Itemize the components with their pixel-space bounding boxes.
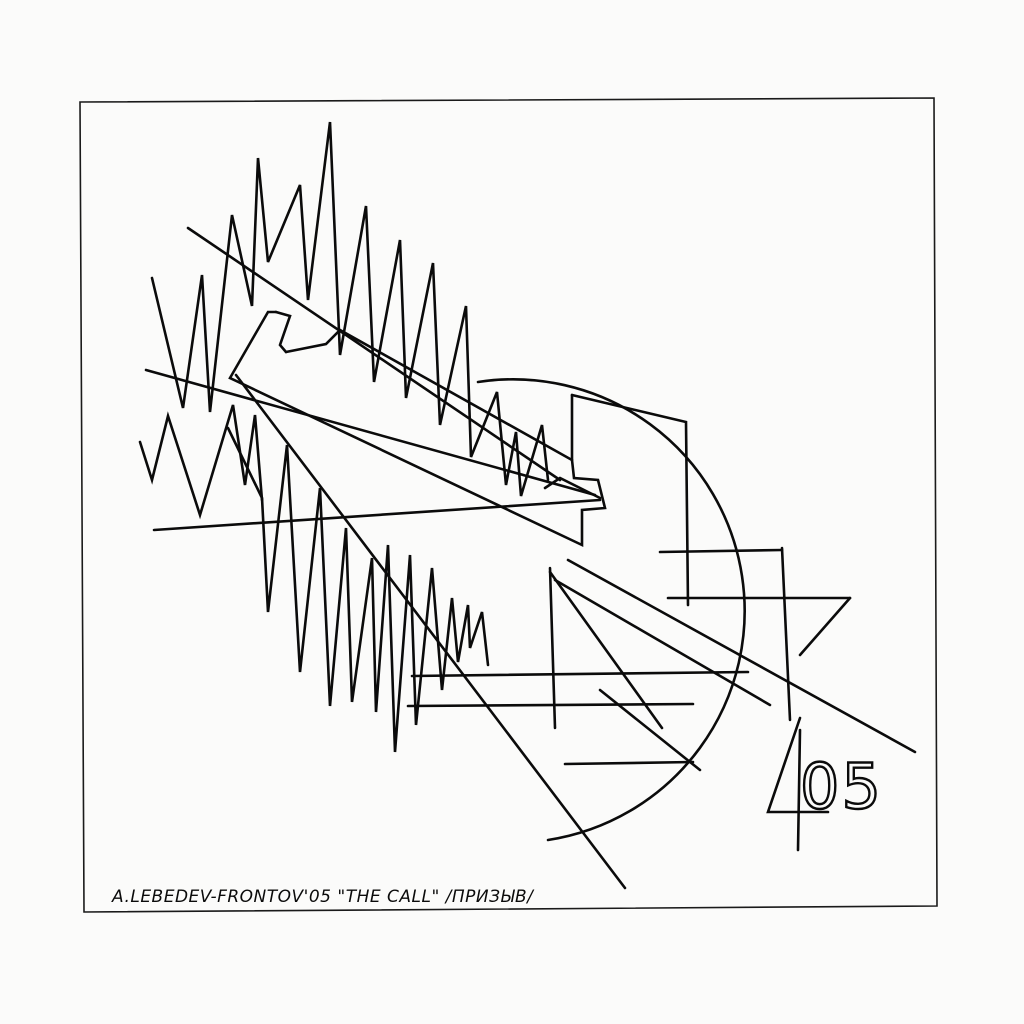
horizontal-bar-2 — [406, 702, 695, 708]
long-diagonal-3 — [553, 578, 772, 707]
stepped-figure — [228, 310, 607, 548]
inner-post — [548, 566, 557, 730]
horizontal-bar-1 — [410, 670, 750, 678]
long-diagonal-1 — [234, 373, 627, 890]
tower-diagonal — [798, 596, 852, 657]
tower-crossbar-1 — [658, 548, 784, 554]
glyph-four — [766, 716, 830, 814]
ray-3 — [152, 498, 602, 532]
lower-zigzag-wave — [226, 426, 490, 753]
tower-block — [570, 393, 690, 607]
horizontal-bar-3 — [563, 760, 695, 766]
ray-2 — [144, 368, 597, 497]
ray-arrowhead — [543, 476, 602, 500]
drawing-frame — [79, 97, 938, 913]
stepped-figure-notch — [274, 310, 292, 354]
long-diagonal-2 — [566, 558, 917, 754]
artwork-caption: A.LEBEDEV-FRONTOV'05 "THE CALL" /ПРИЗЫВ/ — [111, 887, 535, 907]
long-diagonal-5 — [548, 570, 664, 730]
tower-right-post — [780, 546, 792, 722]
ray-1 — [186, 226, 562, 482]
large-circle-arc — [476, 378, 746, 842]
glyph-four-stem — [796, 728, 802, 852]
date-mark: 05 — [800, 750, 883, 823]
middle-zigzag-wave — [138, 404, 264, 520]
